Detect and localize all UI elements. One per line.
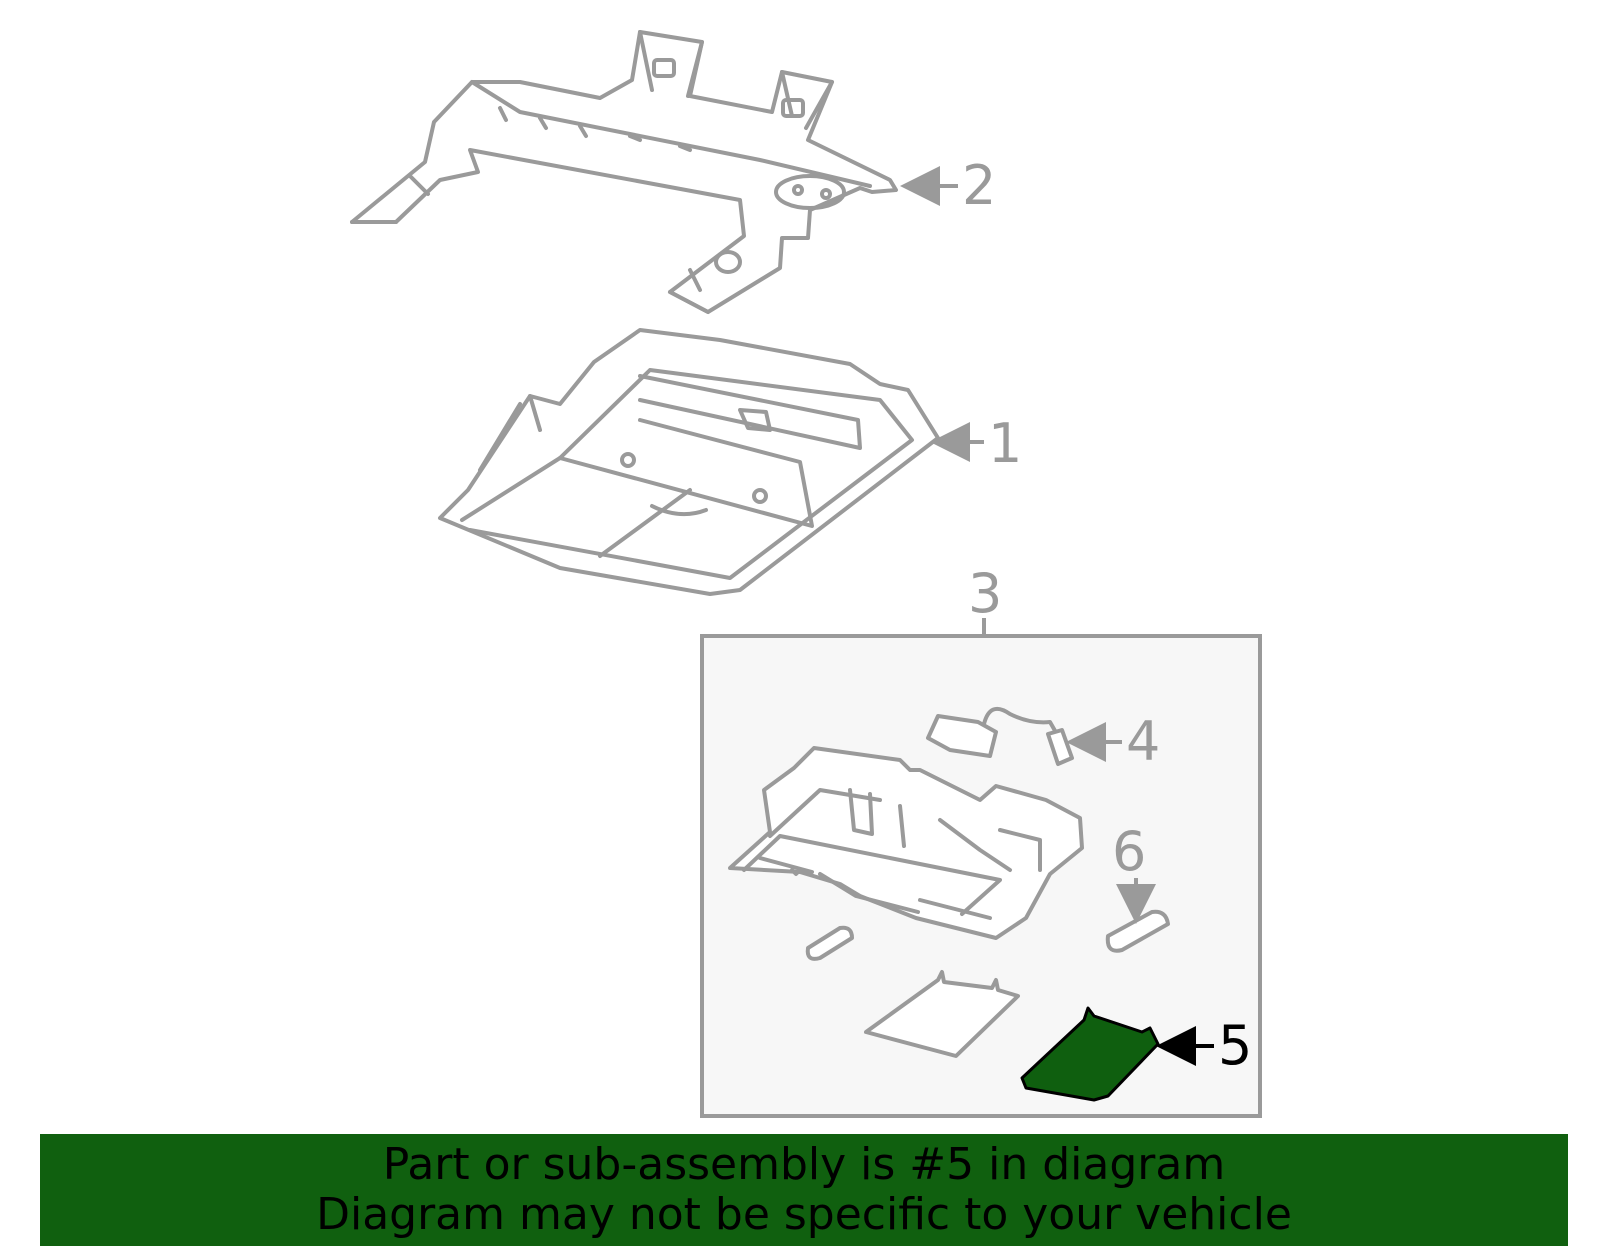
callout-3: 3 [968, 562, 1002, 625]
callout-5: 5 [1218, 1014, 1252, 1077]
console-lamp-assembly[interactable] [728, 746, 1084, 940]
info-banner-background [40, 1134, 1568, 1246]
part-2-bracket[interactable] [350, 30, 898, 314]
banner-line-2: Diagram may not be specific to your vehi… [316, 1189, 1292, 1240]
callout-1: 1 [988, 412, 1022, 475]
part-6-bulb-left[interactable] [805, 925, 854, 961]
callout-6: 6 [1112, 820, 1146, 883]
callout-2: 2 [962, 154, 996, 217]
part-1-console-housing[interactable] [438, 328, 940, 596]
lamp-lens-left[interactable] [864, 970, 1020, 1058]
info-banner: Part or sub-assembly is #5 in diagram Di… [40, 1134, 1568, 1246]
part-5-lamp-lens[interactable] [1020, 1006, 1160, 1102]
banner-line-1: Part or sub-assembly is #5 in diagram [382, 1139, 1226, 1190]
callout-4: 4 [1126, 710, 1160, 773]
